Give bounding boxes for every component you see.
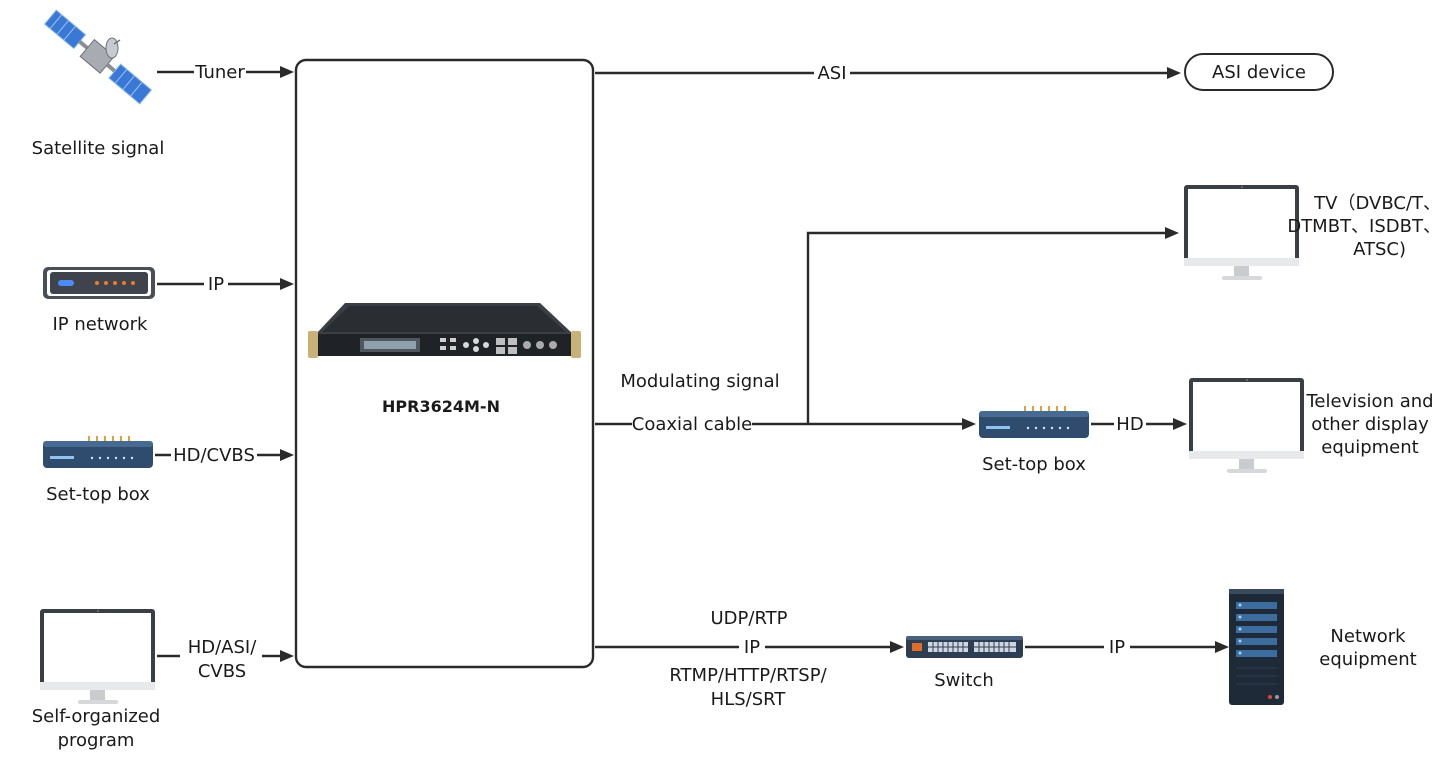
connector-tuner (157, 60, 294, 84)
link-label-coax: Coaxial cable (632, 414, 752, 435)
television-label-line1: Television and (1305, 391, 1433, 412)
set-top-box-label: Set-top box (46, 484, 150, 505)
monitor-icon (40, 609, 155, 704)
ip-network-label: IP network (53, 314, 149, 335)
rack-device-icon (308, 303, 581, 358)
switch-icon (906, 636, 1023, 658)
modulating-signal-caption: Modulating signal (620, 371, 779, 392)
udp-rtp-label: UDP/RTP (710, 608, 787, 629)
television-label-line3: equipment (1321, 437, 1418, 458)
center-device-label: HPR3624M-N (382, 397, 500, 416)
satellite-icon (44, 9, 152, 105)
connector-hd (1091, 412, 1187, 436)
tv-label-line3: ATSC) (1353, 239, 1406, 260)
link-label-ip-out: IP (744, 637, 760, 658)
link-label-ip-in: IP (208, 274, 224, 295)
connector-hd-cvbs (155, 443, 294, 467)
asi-device-box (1184, 53, 1334, 91)
television-icon (1189, 378, 1304, 473)
tv-monitor-icon (1184, 185, 1299, 280)
connector-hd-asi-cvbs (157, 640, 294, 680)
link-label-hd-asi-line1: HD/ASI/ (188, 637, 258, 658)
link-label-hd-cvbs: HD/CVBS (173, 445, 255, 466)
connector-ip-switch (1025, 635, 1229, 659)
link-label-hd-asi-line2: CVBS (198, 661, 246, 682)
connector-ip-in (157, 272, 294, 296)
tv-label-line2: DTMBT、ISDBT、 (1287, 216, 1441, 237)
set-top-box-icon (979, 406, 1089, 438)
connector-ip-out (595, 635, 904, 659)
protocols-label-line2: HLS/SRT (711, 689, 787, 710)
link-label-ip-switch: IP (1109, 637, 1125, 658)
link-label-asi: ASI (817, 63, 846, 84)
asi-device-label: ASI device (1212, 62, 1306, 83)
stb-right-label: Set-top box (982, 454, 1086, 475)
satellite-label: Satellite signal (32, 138, 165, 159)
center-device-box (294, 58, 595, 669)
network-equipment-label-line2: equipment (1319, 649, 1416, 670)
server-icon (1229, 589, 1284, 705)
router-icon (43, 267, 155, 299)
connector-coax (595, 227, 1179, 436)
network-equipment-label-line1: Network (1330, 626, 1406, 647)
self-program-label-line1: Self-organized (32, 706, 161, 727)
link-label-hd: HD (1116, 414, 1143, 435)
connector-asi (595, 61, 1181, 85)
protocols-label-line1: RTMP/HTTP/RTSP/ (669, 665, 827, 686)
switch-label: Switch (934, 670, 994, 691)
self-program-label-line2: program (58, 730, 135, 751)
television-label-line2: other display (1311, 414, 1429, 435)
set-top-box-icon (43, 436, 153, 468)
link-label-tuner: Tuner (194, 62, 245, 83)
tv-label-line1: TV（DVBC/T、 (1313, 193, 1441, 214)
